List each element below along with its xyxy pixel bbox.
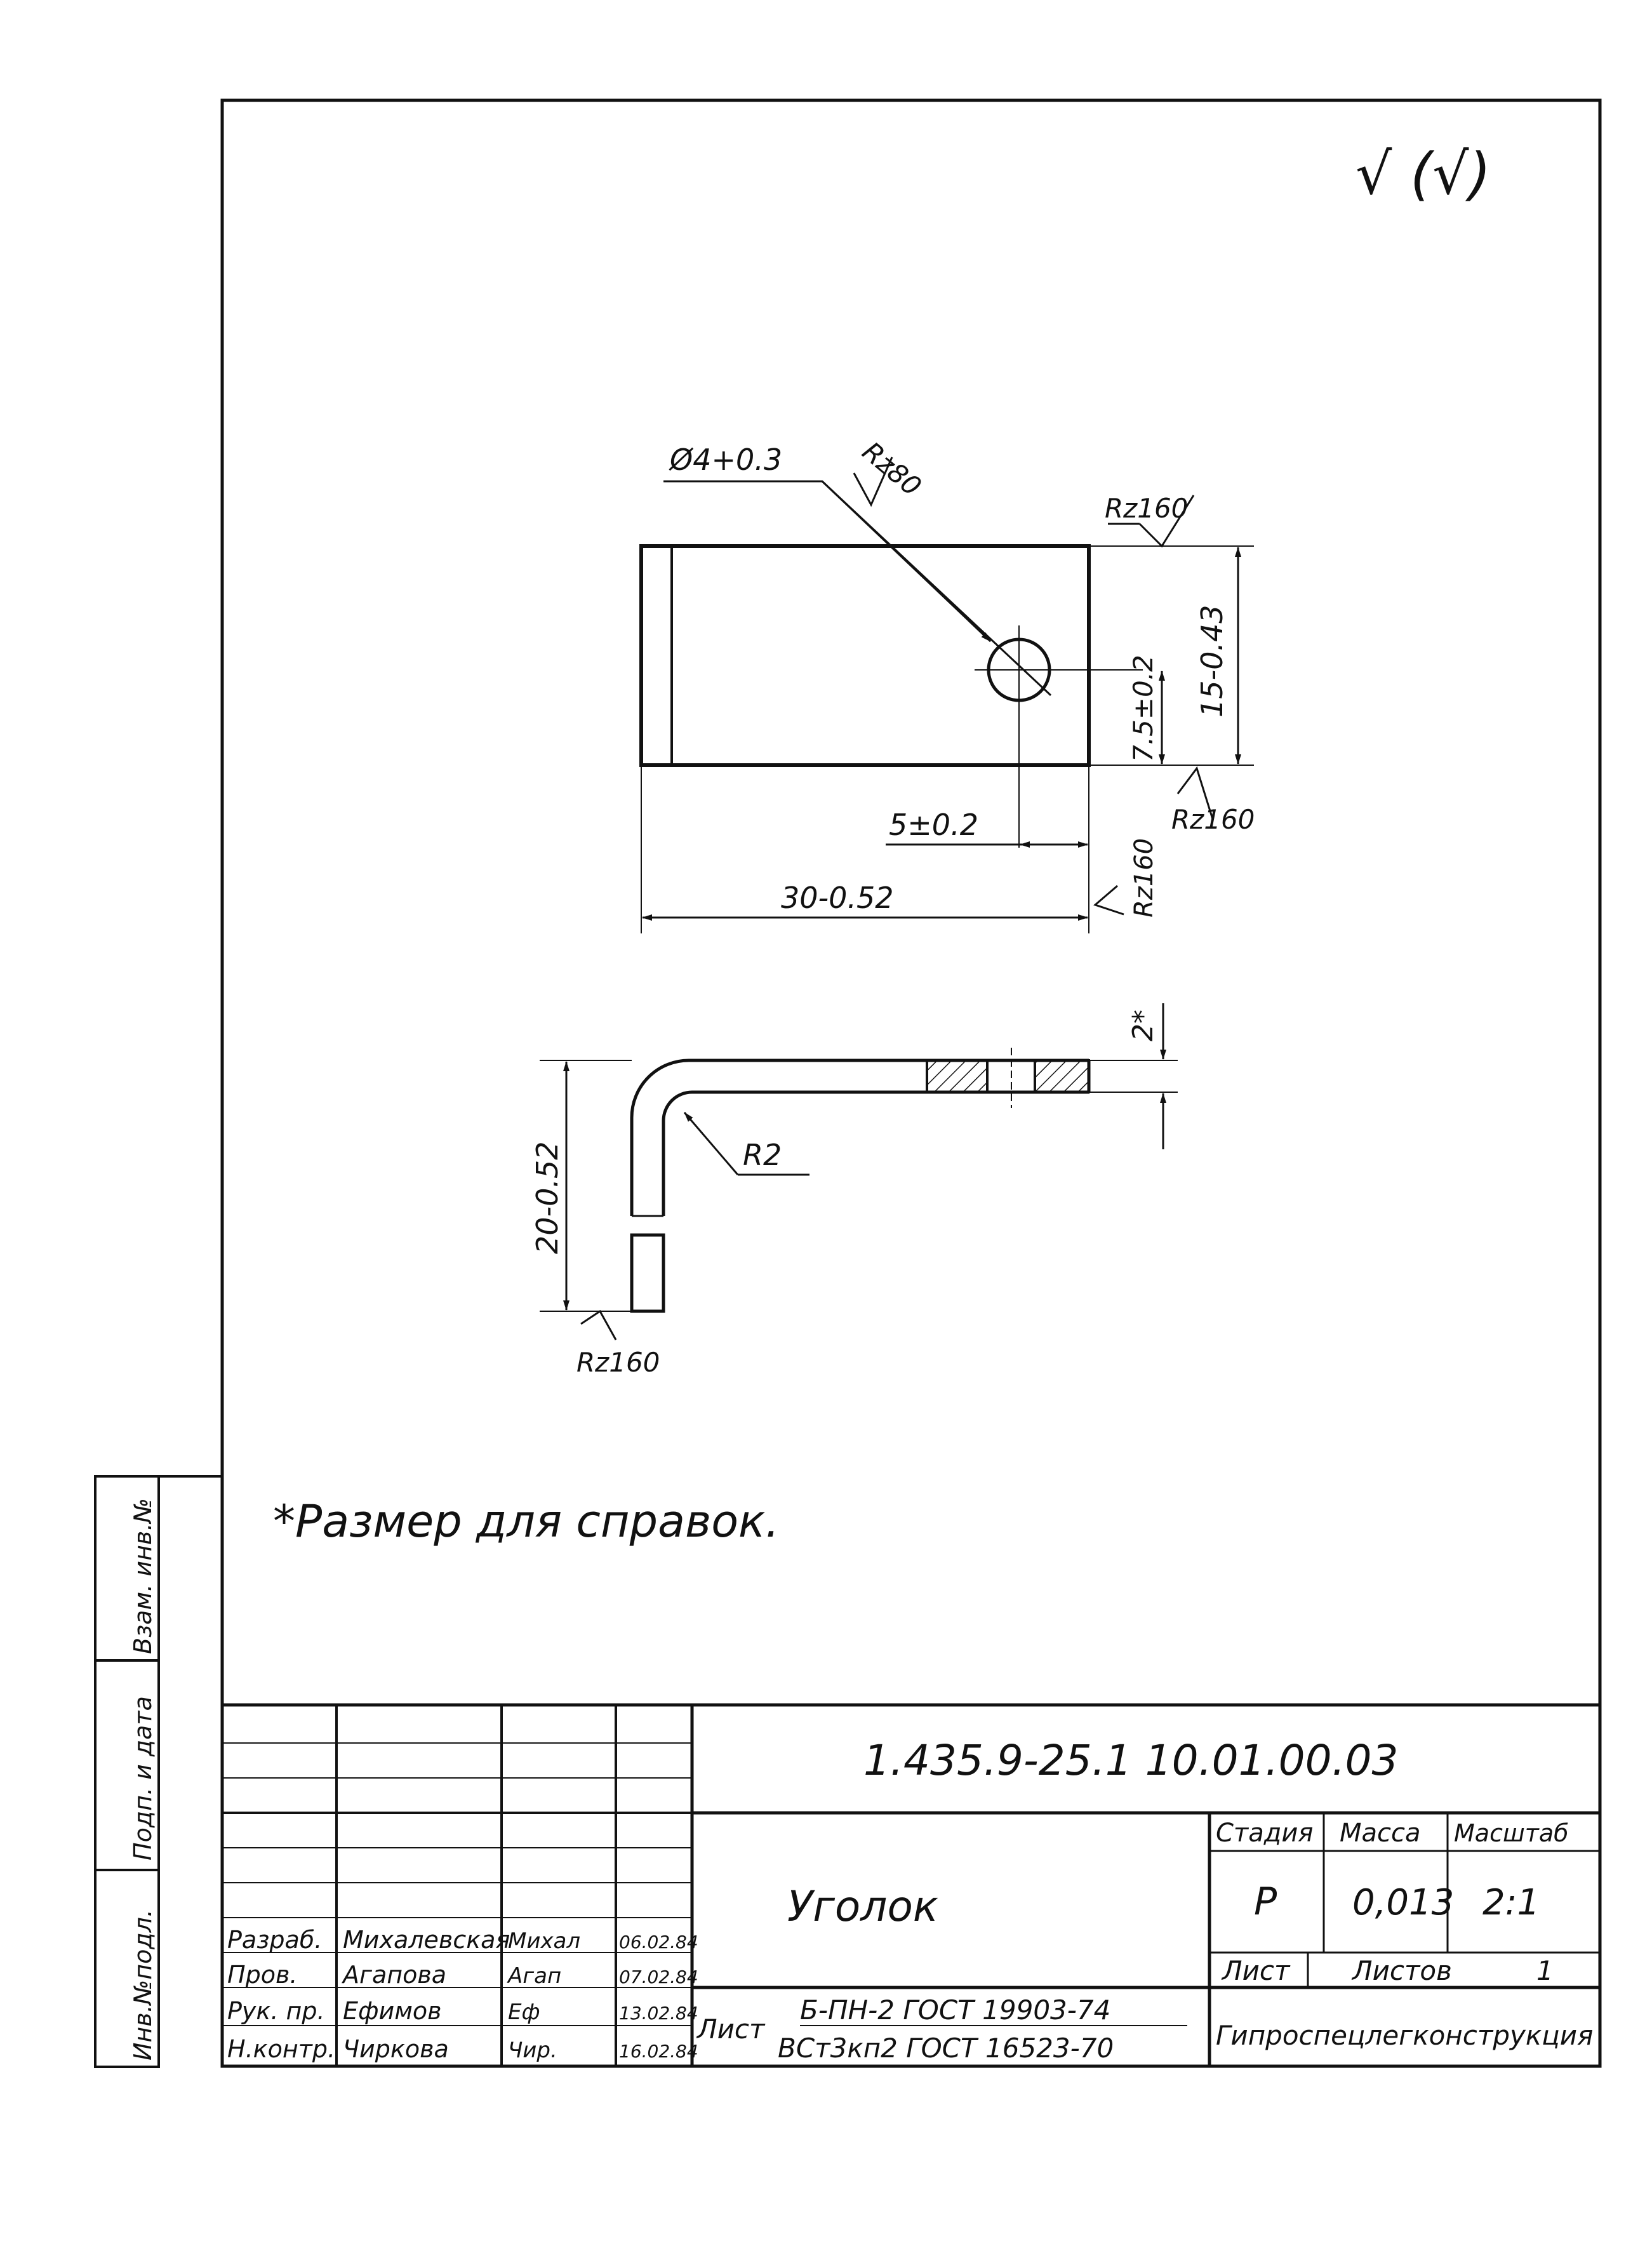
signature-role: Н.контр. (227, 2035, 335, 2063)
signature-row: Рук. пр. Ефимов Еф 13.02.84 (227, 1997, 698, 2025)
signature-sign: Еф (508, 2000, 540, 2025)
signature-date: 16.02.84 (619, 2041, 698, 2062)
signature-name: Ефимов (343, 1997, 442, 2025)
hole-diameter-label: Ø4+0.3 (669, 443, 782, 477)
signature-row: Н.контр. Чиркова Чир. 16.02.84 (227, 2035, 698, 2063)
side-outer-edge (630, 1059, 1089, 1216)
material-line2: ВСт3кп2 ГОСТ 16523-70 (778, 2033, 1114, 2064)
side-view: 2* R2 20-0.52 Rz160 (530, 1003, 1178, 1378)
stage-header: Стадия (1216, 1819, 1313, 1848)
material-prefix: Лист (696, 2014, 766, 2045)
top-roughness-mark: Rz160 (1105, 493, 1195, 548)
signature-date: 13.02.84 (619, 2003, 698, 2024)
reference-note: *Размер для справок. (273, 1495, 780, 1547)
signature-date: 06.02.84 (619, 1932, 698, 1953)
sheets-count: 1 (1536, 1955, 1554, 1986)
signature-sign: Агап (507, 1963, 561, 1989)
mass-header: Масса (1340, 1819, 1421, 1848)
material-line1: Б-ПН-2 ГОСТ 19903-74 (800, 1994, 1110, 2026)
top-view: Ø4+0.3 Rz80 Rz160 15-0.43 7.5±0.2 Rz160 … (639, 436, 1255, 933)
doc-number: 1.435.9-25.1 10.01.00.03 (863, 1736, 1399, 1785)
leg-dim-label: 20-0.52 (530, 1141, 564, 1254)
organization: Гипроспецлегконструкция (1216, 2020, 1593, 2051)
section-hatch-right (1034, 1059, 1090, 1093)
bottom-roughness-mark: Rz160 (1171, 766, 1255, 835)
height-dim-label: 15-0.43 (1195, 604, 1229, 718)
roughness-mark: √ (√) (1356, 141, 1491, 208)
side-stamp-cell2: Подп. и дата (129, 1696, 157, 1860)
hole-roughness-label: Rz80 (856, 436, 928, 502)
signature-sign: Чир. (508, 2038, 557, 2063)
part-name: Уголок (787, 1882, 938, 1931)
thickness-dim-label: 2* (1127, 1010, 1159, 1041)
bottom-roughness-label: Rz160 (1171, 804, 1255, 835)
side-bottom-roughness-mark: Rz160 (576, 1309, 660, 1378)
side-lower-leg (630, 1233, 665, 1313)
section-hatch-left (926, 1059, 989, 1093)
signature-sign: Михал (508, 1928, 580, 1954)
bend-radius-label: R2 (743, 1138, 782, 1172)
hole-h-dim-label: 5±0.2 (889, 808, 978, 842)
side-stamp: Взам. инв.№ Подп. и дата Инв.№подл. (94, 1475, 222, 2068)
stage-value: Р (1254, 1880, 1277, 1924)
top-view-outline (639, 544, 1091, 767)
sheet-label: Лист (1221, 1955, 1291, 1986)
signature-name: Михалевская (343, 1926, 510, 1954)
sheets-label: Листов (1351, 1955, 1452, 1986)
right-roughness-label: Rz160 (1129, 838, 1159, 918)
signature-date: 07.02.84 (619, 1967, 698, 1987)
scale-value: 2:1 (1482, 1882, 1540, 1923)
scale-header: Масштаб (1454, 1819, 1569, 1847)
side-inner-edge (662, 1090, 1089, 1216)
side-bottom-roughness-label: Rz160 (576, 1347, 660, 1378)
width-dim-label: 30-0.52 (781, 881, 894, 915)
side-stamp-cell3: Инв.№подл. (129, 1909, 157, 2060)
side-stamp-cell1: Взам. инв.№ (129, 1498, 157, 1654)
hole-roughness-mark: Rz80 (853, 436, 928, 507)
right-roughness-mark: Rz160 (1093, 838, 1159, 918)
signature-row: Разраб. Михалевская Михал 06.02.84 (227, 1926, 698, 1954)
signature-row: Пров. Агапова Агап 07.02.84 (227, 1961, 698, 1989)
top-roughness-label: Rz160 (1105, 493, 1188, 524)
drawing-frame (220, 98, 1602, 2068)
signature-name: Чиркова (343, 2035, 449, 2063)
signature-name: Агапова (341, 1961, 446, 1989)
signature-role: Пров. (227, 1961, 297, 1989)
signature-role: Разраб. (227, 1926, 322, 1954)
hole-v-dim-label: 7.5±0.2 (1128, 655, 1159, 762)
hole-leader-arrow (821, 480, 992, 643)
title-block: 1.435.9-25.1 10.01.00.03 Уголок Стадия М… (222, 1703, 1600, 2066)
signature-role: Рук. пр. (227, 1997, 325, 2025)
mass-value: 0,013 (1352, 1882, 1454, 1923)
